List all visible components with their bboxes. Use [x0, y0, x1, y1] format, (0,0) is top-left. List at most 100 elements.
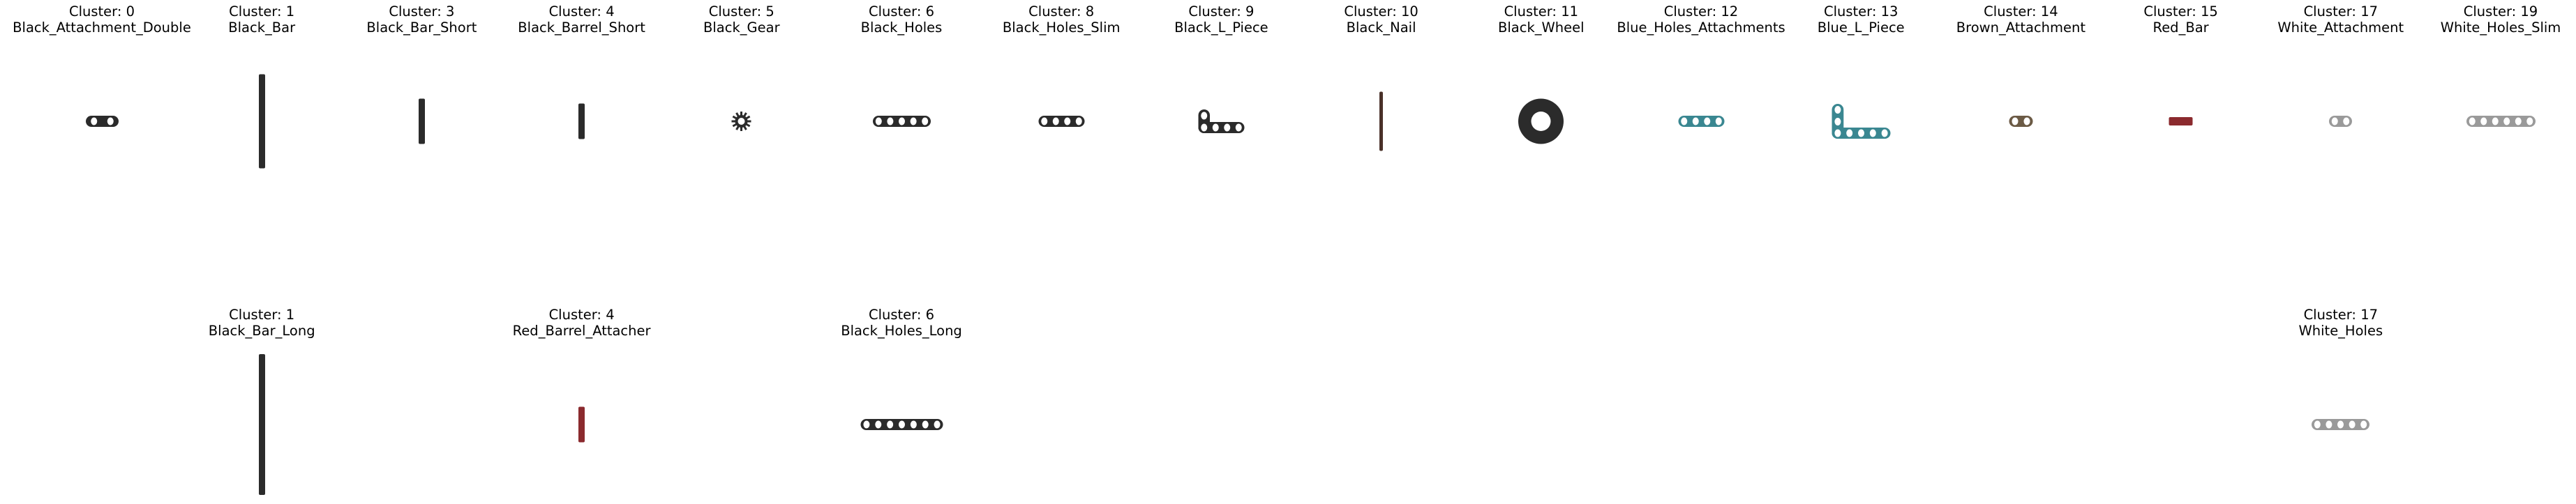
bar-shape	[258, 74, 265, 169]
part-name: Black_Barrel_Short	[518, 20, 645, 36]
hole	[1881, 129, 1888, 137]
bar-shape	[578, 103, 585, 139]
hole	[1235, 123, 1242, 132]
part-image	[1198, 109, 1245, 133]
cluster-label: Cluster: 19	[2463, 3, 2538, 20]
hole	[2503, 117, 2510, 125]
hole	[886, 117, 893, 125]
part-image	[872, 116, 931, 127]
part-image	[731, 112, 751, 131]
part-name: Red_Barrel_Attacher	[512, 323, 651, 339]
cluster-label: Cluster: 12	[1663, 3, 1739, 20]
part-image	[1379, 91, 1384, 151]
beam-shape	[1038, 116, 1085, 127]
cluster-label: Cluster: 11	[1504, 3, 1579, 20]
part-name: Black_Bar	[228, 20, 296, 36]
hole	[874, 420, 881, 429]
hole	[2012, 117, 2019, 125]
hole	[1201, 112, 1208, 120]
part-image	[1678, 116, 1724, 127]
part-name: Black_Bar_Short	[366, 20, 477, 36]
part-image	[85, 116, 119, 127]
hole	[910, 117, 917, 125]
hole	[1692, 117, 1699, 125]
part-image	[1832, 104, 1891, 139]
cluster-label: Cluster: 1	[229, 3, 295, 20]
cluster-label: Cluster: 1	[229, 307, 295, 323]
cluster-label: Cluster: 17	[2303, 3, 2379, 20]
hole	[1703, 117, 1710, 125]
beam-shape	[2466, 116, 2536, 127]
hole	[2480, 117, 2487, 125]
part-name: White_Holes	[2298, 323, 2383, 339]
hole	[2349, 420, 2356, 429]
cluster-label: Cluster: 4	[548, 307, 615, 323]
bar-shape	[578, 406, 585, 443]
part-image	[2329, 116, 2353, 127]
beam-shape	[85, 116, 119, 127]
part-name: Black_Gear	[703, 20, 780, 36]
part-name: White_Holes_Slim	[2440, 20, 2561, 36]
hole	[1715, 117, 1722, 125]
part-name: Red_Bar	[2152, 20, 2209, 36]
part-name: Black_Holes_Long	[841, 323, 962, 339]
hole	[2515, 117, 2522, 125]
hole	[1834, 129, 1841, 137]
hole	[921, 117, 928, 125]
part-image	[258, 354, 265, 495]
cluster-label: Cluster: 10	[1344, 3, 1418, 20]
hole	[898, 117, 905, 125]
cluster-label: Cluster: 9	[1188, 3, 1255, 20]
part-image	[418, 98, 425, 144]
bar-shape	[1379, 91, 1384, 151]
cluster-label: Cluster: 0	[68, 3, 135, 20]
cluster-label: Cluster: 5	[708, 3, 774, 20]
hole	[934, 420, 941, 429]
hole	[2492, 117, 2499, 125]
hole	[1680, 117, 1687, 125]
cluster-label: Cluster: 14	[1984, 3, 2058, 20]
part-name: Black_Wheel	[1498, 20, 1585, 36]
hole	[2023, 117, 2030, 125]
part-image	[578, 103, 585, 139]
hole	[910, 420, 917, 429]
part-name: Black_Attachment_Double	[13, 20, 191, 36]
cluster-label: Cluster: 15	[2143, 3, 2218, 20]
hole	[2526, 117, 2533, 125]
hole	[107, 117, 114, 125]
part-image	[1038, 116, 1085, 127]
cluster-label: Cluster: 13	[1823, 3, 1899, 20]
part-image	[578, 406, 585, 443]
part-name: Blue_Holes_Attachments	[1617, 20, 1785, 36]
part-name: Black_Nail	[1346, 20, 1416, 36]
hole	[898, 420, 905, 429]
hole	[1224, 123, 1231, 132]
hole	[922, 420, 929, 429]
cluster-label: Cluster: 3	[389, 3, 455, 20]
hole	[1869, 129, 1876, 137]
hole	[1857, 129, 1864, 137]
